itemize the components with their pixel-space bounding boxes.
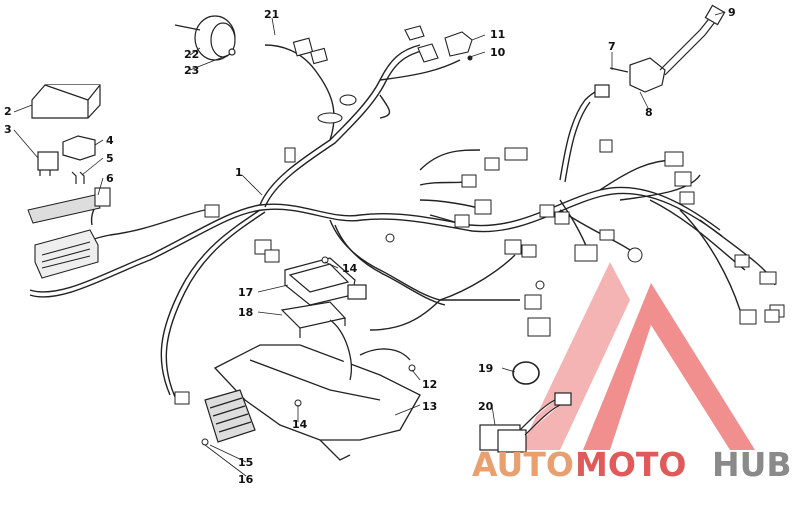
callout-12: 12	[422, 378, 437, 391]
callout-14-tray: 14	[292, 418, 308, 431]
relay-box	[31, 84, 101, 119]
ecu-module	[284, 257, 367, 306]
callout-4: 4	[106, 134, 114, 147]
callout-20: 20	[478, 400, 494, 413]
callout-3: 3	[4, 123, 12, 136]
watermark-text: AUTO MOTO HUB	[472, 445, 792, 484]
callout-19: 19	[478, 362, 493, 375]
callout-17: 17	[238, 286, 253, 299]
connector-21	[292, 37, 328, 65]
callout-21: 21	[264, 8, 279, 21]
leader-lines	[13, 11, 726, 477]
connector-cluster	[174, 139, 785, 405]
watermark-part-moto: MOTO	[575, 445, 686, 484]
callout-16: 16	[238, 473, 254, 486]
ignition-coil	[594, 4, 726, 98]
screw-12	[408, 364, 416, 372]
callout-labels: 1 2 3 4 5 6 7 8 9 10 11 12 13 14 14 15 1…	[4, 6, 736, 486]
relay	[37, 151, 59, 176]
cable-tie	[512, 361, 540, 385]
watermark-part-auto: AUTO	[472, 445, 574, 484]
washer-14b	[321, 256, 329, 264]
callout-18: 18	[238, 306, 253, 319]
callout-15: 15	[238, 456, 253, 469]
fuse-strip	[27, 194, 101, 224]
callout-13: 13	[422, 400, 437, 413]
connector-kit	[479, 392, 572, 453]
mini-relay	[62, 135, 96, 161]
fuse-clip	[71, 171, 85, 184]
ecu-bracket	[280, 301, 347, 338]
callout-10: 10	[490, 46, 506, 59]
bolt-15	[201, 438, 209, 446]
callout-22: 22	[184, 48, 199, 61]
callout-1: 1	[235, 166, 243, 179]
grommet	[317, 94, 357, 124]
voltage-regulator	[204, 389, 256, 443]
callout-7: 7	[608, 40, 616, 53]
callout-6: 6	[106, 172, 114, 185]
wiring-harness	[29, 44, 776, 398]
callout-9: 9	[728, 6, 736, 19]
callout-8: 8	[645, 106, 653, 119]
callout-2: 2	[4, 105, 12, 118]
callout-11: 11	[490, 28, 505, 41]
callout-5: 5	[106, 152, 114, 165]
watermark-logo-icon	[520, 262, 755, 450]
electrical-tray	[213, 319, 421, 461]
callout-23: 23	[184, 64, 199, 77]
watermark-part-hub: HUB	[712, 445, 792, 484]
connector-11	[404, 25, 473, 63]
callout-14-ecu: 14	[342, 262, 358, 275]
